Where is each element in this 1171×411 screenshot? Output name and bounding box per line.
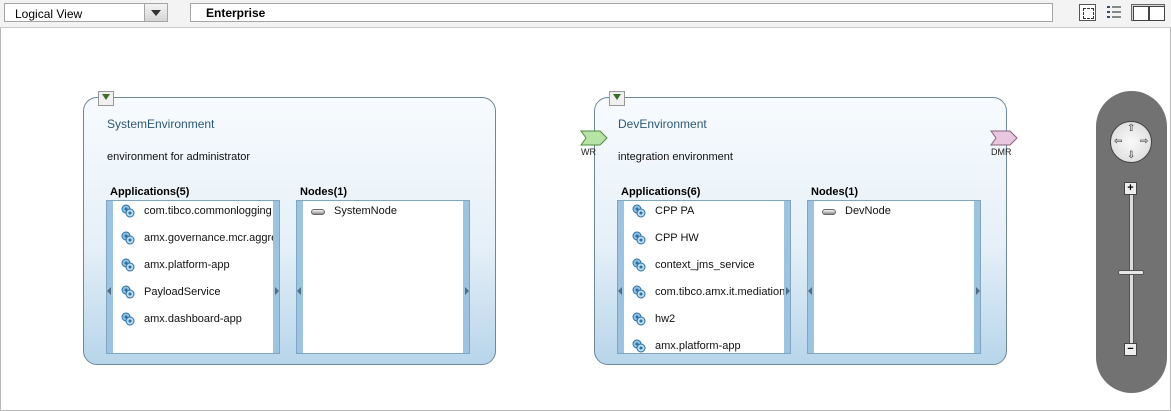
chevron-down-icon xyxy=(151,10,161,16)
arrow-left-icon[interactable]: ⇦ xyxy=(1114,136,1123,147)
gear-cluster-icon xyxy=(121,312,135,326)
scroll-left-icon[interactable] xyxy=(107,287,111,295)
application-name: com.tibco.amx.it.mediation xyxy=(655,286,784,298)
application-name: context_jms_service xyxy=(655,259,755,271)
zoom-slider-thumb[interactable] xyxy=(1118,270,1144,275)
application-name: CPP PA xyxy=(655,205,695,217)
dropdown-button[interactable] xyxy=(144,4,167,21)
gear-cluster-icon xyxy=(121,231,135,245)
arrow-up-icon[interactable]: ⇧ xyxy=(1127,123,1136,134)
scroll-right-icon[interactable] xyxy=(786,287,790,295)
environment-title: SystemEnvironment xyxy=(107,117,215,131)
view-select[interactable]: Logical View xyxy=(4,3,168,22)
gear-cluster-icon xyxy=(632,204,646,218)
arrow-down-icon[interactable]: ⇩ xyxy=(1127,150,1136,161)
application-name: amx.governance.mcr.aggre xyxy=(144,232,273,244)
endpoint-right-icon[interactable] xyxy=(990,130,1020,146)
scroll-right-icon[interactable] xyxy=(976,287,980,295)
gear-cluster-icon xyxy=(632,312,646,326)
scroll-left-icon[interactable] xyxy=(618,287,622,295)
node-name: DevNode xyxy=(845,205,891,217)
node-name: SystemNode xyxy=(334,205,397,217)
gear-cluster-icon xyxy=(632,258,646,272)
environment-description: integration environment xyxy=(618,151,733,163)
gear-cluster-icon xyxy=(632,339,646,353)
zoom-control: ⇧ ⇩ ⇦ ⇨ + − xyxy=(1096,91,1167,393)
application-name: hw2 xyxy=(655,313,676,325)
nodes-panel: SystemNode xyxy=(296,200,470,354)
toolbar: Logical View Enterprise xyxy=(0,0,1171,28)
application-name: com.tibco.commonlogging xyxy=(144,205,272,217)
application-name: amx.platform-app xyxy=(655,340,741,352)
download-icon[interactable] xyxy=(98,91,114,106)
application-name: CPP HW xyxy=(655,232,699,244)
application-name: amx.dashboard-app xyxy=(144,313,242,325)
zoom-out-button[interactable]: − xyxy=(1124,343,1137,356)
zoom-in-button[interactable]: + xyxy=(1124,182,1137,195)
endpoint-left-icon[interactable] xyxy=(580,130,610,146)
nodes-header: Nodes(1) xyxy=(300,186,348,198)
download-icon[interactable] xyxy=(609,91,625,106)
applications-panel: com.tibco.commonlogging amx.governance.m… xyxy=(106,200,280,354)
endpoint-left-label: WR xyxy=(581,147,596,157)
node-disk-icon xyxy=(822,209,836,215)
gear-cluster-icon xyxy=(121,204,135,218)
gear-cluster-icon xyxy=(121,258,135,272)
applications-header: Applications(5) xyxy=(110,186,190,198)
nodes-panel: DevNode xyxy=(807,200,981,354)
environment-title: DevEnvironment xyxy=(618,117,707,131)
scroll-right-icon[interactable] xyxy=(275,287,279,295)
environment-card-dev[interactable]: DevEnvironment integration environment A… xyxy=(594,91,1007,365)
environment-description: environment for administrator xyxy=(107,151,251,163)
application-name: PayloadService xyxy=(144,286,221,298)
scroll-right-icon[interactable] xyxy=(465,287,469,295)
nodes-header: Nodes(1) xyxy=(811,186,859,198)
fit-to-screen-icon[interactable] xyxy=(1079,4,1096,21)
gear-cluster-icon xyxy=(632,231,646,245)
list-view-icon[interactable] xyxy=(1106,4,1123,21)
application-name: amx.platform-app xyxy=(144,259,230,271)
node-disk-icon xyxy=(311,209,325,215)
detail-view-icon[interactable] xyxy=(1131,4,1165,21)
applications-panel: CPP PA CPP HW context_jms_service com.ti… xyxy=(617,200,791,354)
gear-cluster-icon xyxy=(632,285,646,299)
environment-card-system[interactable]: SystemEnvironment environment for admini… xyxy=(83,91,496,365)
scroll-left-icon[interactable] xyxy=(297,287,301,295)
gear-cluster-icon xyxy=(121,285,135,299)
breadcrumb: Enterprise xyxy=(190,3,1053,22)
scroll-left-icon[interactable] xyxy=(808,287,812,295)
endpoint-right-label: DMR xyxy=(991,147,1012,157)
applications-header: Applications(6) xyxy=(621,186,701,198)
view-select-value: Logical View xyxy=(15,7,83,21)
arrow-right-icon[interactable]: ⇨ xyxy=(1140,136,1149,147)
pan-pad[interactable]: ⇧ ⇩ ⇦ ⇨ xyxy=(1110,121,1152,163)
breadcrumb-label: Enterprise xyxy=(206,6,266,20)
